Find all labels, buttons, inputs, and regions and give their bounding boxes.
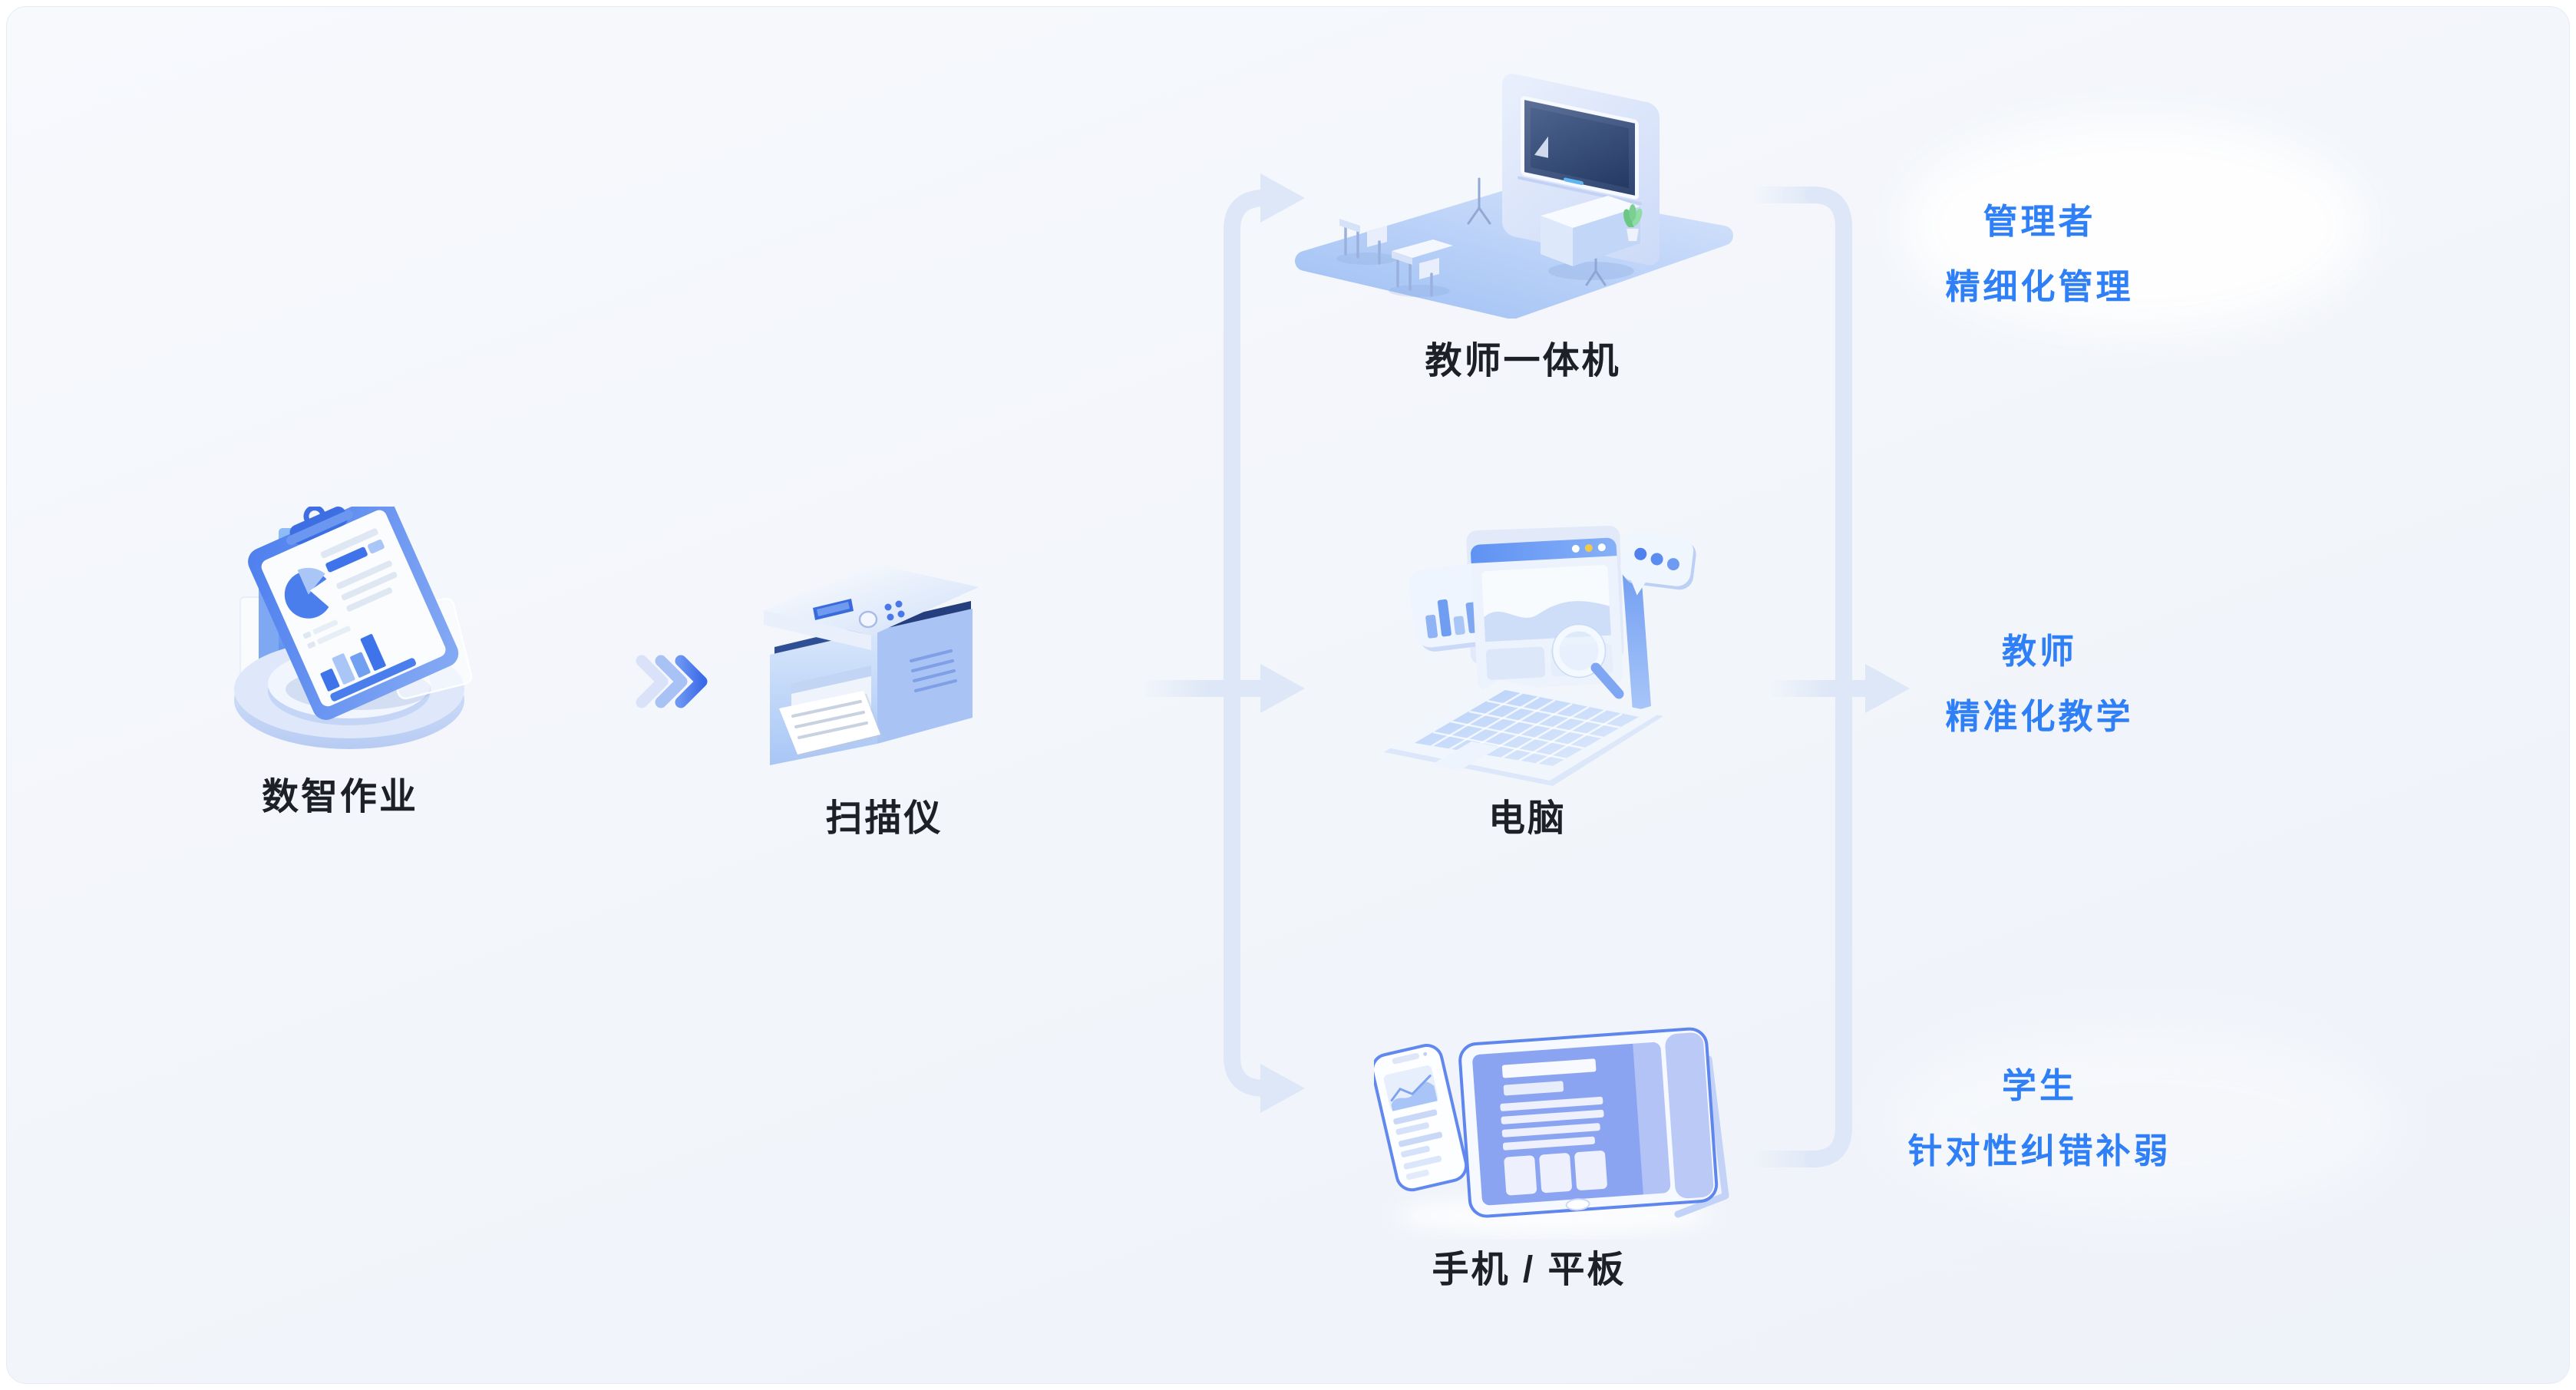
collection-bracket: [1753, 187, 1910, 1167]
outcome-administrator: 管理者 精细化管理: [1771, 189, 2308, 319]
cloud-highlight-bottom: [1892, 1028, 2391, 1213]
scanner-printer-icon: [764, 564, 979, 765]
outcome-role: 管理者: [1983, 202, 2096, 241]
phone-tablet-icon: [1374, 1027, 1729, 1234]
tablet: [1458, 1027, 1719, 1218]
student-desk: [1336, 207, 1401, 265]
outcome-role: 学生: [2001, 1066, 2077, 1105]
outcome-benefit: 精细化管理: [1945, 267, 2134, 306]
label-device-classroom: 教师一体机: [1425, 341, 1621, 381]
distribution-bracket: [1145, 173, 1305, 1113]
arrowhead-to-laptop: [1260, 664, 1305, 713]
label-device-laptop: 电脑: [1488, 798, 1567, 839]
outcome-student: 学生 针对性纠错补弱: [1771, 1053, 2308, 1184]
magnifier-icon: [1551, 623, 1624, 699]
clipboard: [248, 507, 459, 720]
chat-bubble: [1620, 532, 1696, 596]
classroom-display-icon: [1295, 74, 1733, 319]
label-device-mobile: 手机 / 平板: [1432, 1250, 1627, 1290]
student-desk: [1389, 239, 1453, 297]
outcome-benefit: 精准化教学: [1945, 697, 2134, 736]
laptop-icon: [1384, 526, 1696, 786]
clipboard-analytics-icon: [234, 507, 473, 749]
arrowhead-to-classroom: [1260, 173, 1305, 223]
outcome-benefit: 针对性纠错补弱: [1907, 1131, 2171, 1170]
label-transfer: 扫描仪: [825, 798, 943, 839]
fast-forward-chevrons-icon: [636, 655, 708, 708]
phone: [1374, 1044, 1468, 1192]
label-source: 数智作业: [261, 777, 418, 817]
outcome-role: 教师: [2001, 632, 2077, 671]
arrowhead-to-tablet: [1260, 1064, 1305, 1113]
plant: [1623, 204, 1643, 243]
outcome-teacher: 教师 精准化教学: [1771, 619, 2308, 749]
arrowhead-to-outcomes: [1865, 664, 1910, 713]
cloud-highlight-top: [1904, 121, 2364, 330]
